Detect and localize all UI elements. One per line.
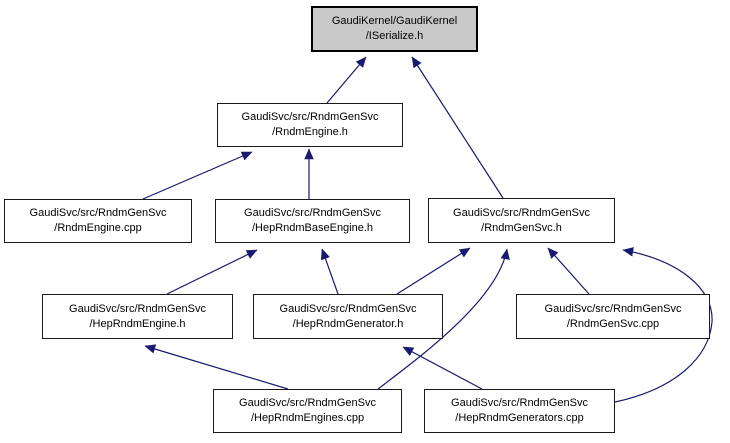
node-label-line2: /HepRndmGenerator.h xyxy=(292,317,404,330)
node-rndmgensvc-h[interactable]: GaudiSvc/src/RndmGenSvc /RndmGenSvc.h xyxy=(428,198,615,243)
node-label-line2: /HepRndmBaseEngine.h xyxy=(251,222,374,234)
edge-heprndmgenerator-h-to-heprndmbaseengine-h xyxy=(320,248,339,295)
node-label-line2: /HepRndmGenerators.cpp xyxy=(455,412,584,424)
edge-heprndmgenerators-cpp-to-rndmgensvc-h xyxy=(614,247,713,403)
node-label-line1: GaudiSvc/src/RndmGenSvc xyxy=(544,302,682,315)
edge-heprndmengines-cpp-to-rndmgensvc-h xyxy=(377,248,510,390)
edge-heprndmengine-h-to-heprndmbaseengine-h xyxy=(166,249,258,295)
node-label-line1: GaudiSvc/src/RndmGenSvc xyxy=(69,302,206,315)
node-heprndmbaseengine-h[interactable]: GaudiSvc/src/RndmGenSvc /HepRndmBaseEngi… xyxy=(215,199,410,243)
node-label-line1: GaudiSvc/src/RndmGenSvc xyxy=(451,397,588,409)
node-label-line2: /HepRndmEngines.cpp xyxy=(250,412,365,424)
edge-heprndmgenerator-h-to-rndmgensvc-h xyxy=(396,247,471,295)
node-label-line2: /HepRndmEngine.h xyxy=(89,317,186,330)
node-heprndmgenerators-cpp[interactable]: GaudiSvc/src/RndmGenSvc /HepRndmGenerato… xyxy=(424,389,615,433)
node-label-line1: GaudiSvc/src/RndmGenSvc xyxy=(453,206,590,219)
node-label-line2: /ISerialize.h xyxy=(365,30,424,42)
node-heprndmgenerator-h[interactable]: GaudiSvc/src/RndmGenSvc /HepRndmGenerato… xyxy=(253,294,443,339)
edge-heprndmgenerators-cpp-to-heprndmgenerator-h xyxy=(402,346,483,390)
node-rndmengine-h[interactable]: GaudiSvc/src/RndmGenSvc /RndmEngine.h xyxy=(217,103,403,147)
node-heprndmengine-h[interactable]: GaudiSvc/src/RndmGenSvc /HepRndmEngine.h xyxy=(42,294,233,339)
edge-rndmengine-h-to-iserialize-h xyxy=(326,56,367,104)
edge-heprndmengines-cpp-to-heprndmengine-h xyxy=(144,344,289,390)
node-label-line2: /RndmEngine.cpp xyxy=(54,222,142,234)
edge-rndmengine-cpp-to-rndmengine-h xyxy=(142,151,253,200)
node-label-line1: GaudiSvc/src/RndmGenSvc xyxy=(239,397,376,409)
node-label-line1: GaudiSvc/src/RndmGenSvc xyxy=(279,302,417,315)
node-label-line2: /RndmGenSvc.h xyxy=(481,221,562,234)
edge-rndmgensvc-h-to-iserialize-h xyxy=(411,56,504,199)
node-label-line2: /RndmEngine.h xyxy=(272,126,348,138)
node-label-line2: /RndmGenSvc.cpp xyxy=(566,317,660,330)
node-rndmgensvc-cpp[interactable]: GaudiSvc/src/RndmGenSvc /RndmGenSvc.cpp xyxy=(516,294,710,339)
node-label-line1: GaudiKernel/GaudiKernel xyxy=(331,15,458,27)
node-label-line1: GaudiSvc/src/RndmGenSvc xyxy=(244,207,381,219)
edge-rndmgensvc-cpp-to-rndmgensvc-h xyxy=(547,247,590,295)
node-label-line1: GaudiSvc/src/RndmGenSvc xyxy=(241,111,379,123)
node-iserialize-h: GaudiKernel/GaudiKernel /ISerialize.h xyxy=(311,6,478,52)
node-label-line1: GaudiSvc/src/RndmGenSvc xyxy=(29,207,167,219)
node-heprndmengines-cpp[interactable]: GaudiSvc/src/RndmGenSvc /HepRndmEngines.… xyxy=(213,389,402,433)
node-rndmengine-cpp[interactable]: GaudiSvc/src/RndmGenSvc /RndmEngine.cpp xyxy=(4,199,192,243)
